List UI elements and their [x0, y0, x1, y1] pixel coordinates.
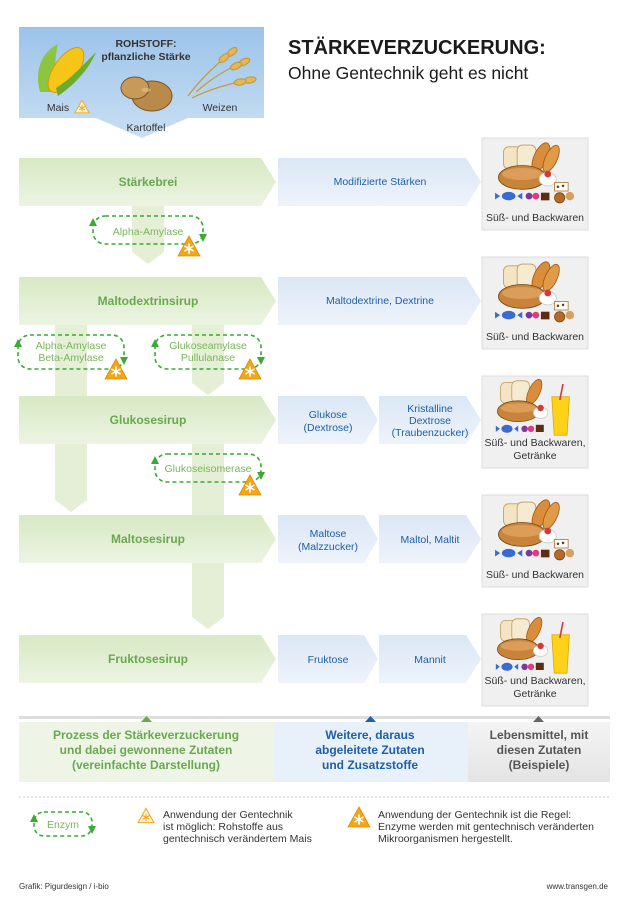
enzyme-label-alpha-amylase: Alpha-Amylase: [113, 226, 184, 238]
food-label-5b: Getränke: [513, 688, 556, 700]
derived-arrow-fruktose: [278, 635, 378, 683]
legend-possible-line3: gentechnisch verändertem Mais: [163, 833, 312, 845]
derived-maltodextrine: Maltodextrine, Dextrine: [326, 295, 434, 307]
derived-malzzucker: (Malzzucker): [298, 541, 358, 553]
footer-credit: Grafik: Pigurdesign / i-bio: [19, 882, 109, 891]
process-arrow-staerkebrei: [19, 158, 276, 206]
food-label-3b: Getränke: [513, 450, 556, 462]
process-label-maltodextrinsirup: Maltodextrinsirup: [98, 294, 199, 308]
gmo-possible-icon: [137, 807, 155, 824]
derived-modifizierte-staerken: Modifizierte Stärken: [334, 176, 427, 188]
column-derived-line2: abgeleitete Zutaten: [315, 743, 424, 757]
derived-arrow-row1: [278, 158, 481, 206]
gmo-rule-icon: [347, 806, 371, 828]
legend: Enzym Anwendung der Gentechnik ist mögli…: [30, 806, 594, 845]
column-food-marker: [533, 716, 544, 722]
derived-kristalline-dextrose: Dextrose: [409, 415, 451, 427]
raw-material-subtitle: pflanzliche Stärke: [101, 51, 190, 63]
derived-fruktose: Fruktose: [308, 654, 349, 666]
food-label-3a: Süß- und Backwaren,: [485, 437, 586, 449]
legend-enzyme: Enzym: [30, 811, 96, 837]
column-derived-line3: und Zusatzstoffe: [322, 758, 418, 772]
column-food-line3: (Beispiele): [509, 758, 570, 772]
column-legend-strip: Prozess der Stärkeverzuckerung und dabei…: [19, 716, 610, 782]
column-process-marker: [141, 716, 152, 722]
raw-item-weizen: Weizen: [203, 102, 238, 114]
legend-possible-line2: ist möglich: Rohstoffe aus: [163, 821, 283, 833]
gmo-rule-icon: [177, 235, 201, 257]
derived-glukose: Glukose: [309, 409, 348, 421]
raw-item-mais: Mais: [47, 102, 69, 114]
process-arrow-maltosesirup: [19, 515, 276, 563]
raw-material-title: ROHSTOFF:: [115, 38, 176, 50]
enzyme-alpha-amylase: Alpha-Amylase: [89, 215, 207, 257]
derived-arrow-kristalline: [379, 396, 481, 444]
column-process-box: [19, 722, 274, 782]
legend-enzyme-label: Enzym: [47, 819, 79, 831]
column-process-line2: und dabei gewonnene Zutaten: [60, 743, 233, 757]
legend-rule-line2: Enzyme werden mit gentechnisch verändert…: [378, 821, 594, 833]
enzyme-label-glukoseisomerase: Glukoseisomerase: [165, 463, 252, 475]
derived-ingredients: Modifizierte Stärken Maltodextrine, Dext…: [278, 158, 481, 683]
derived-arrow-maltol: [379, 515, 481, 563]
process-rows: Stärkebrei Maltodextrinsirup Glukosesiru…: [19, 158, 276, 683]
derived-arrow-mannit: [379, 635, 481, 683]
raw-item-kartoffel: Kartoffel: [127, 122, 166, 134]
enzyme-label-glukoseamylase: Glukoseamylase: [169, 340, 247, 352]
column-food-line2: diesen Zutaten: [497, 743, 582, 757]
potato-icon: [120, 76, 173, 112]
enzyme-label-alpha-amylase-2: Alpha-Amylase: [36, 340, 107, 352]
column-process-line1: Prozess der Stärkeverzuckerung: [53, 728, 239, 742]
derived-maltol-maltit: Maltol, Maltit: [401, 534, 460, 546]
corn-icon: [38, 44, 96, 96]
column-process-line3: (vereinfachte Darstellung): [72, 758, 220, 772]
process-arrow-fruktosesirup: [19, 635, 276, 683]
column-food-line1: Lebensmittel, mit: [490, 728, 589, 742]
enzyme-label-beta-amylase: Beta-Amylase: [38, 352, 104, 364]
column-food-box: [468, 722, 610, 782]
food-label-1: Süß- und Backwaren: [486, 212, 584, 224]
footer-url[interactable]: www.transgen.de: [546, 882, 609, 891]
process-label-glukosesirup: Glukosesirup: [110, 413, 187, 427]
process-arrow-glukosesirup: [19, 396, 276, 444]
enzyme-alpha-beta-amylase: Alpha-Amylase Beta-Amylase: [14, 334, 128, 380]
derived-kristalline: Kristalline: [407, 403, 453, 415]
derived-arrow-row2: [278, 277, 481, 325]
column-derived-line1: Weitere, daraus: [325, 728, 414, 742]
food-label-5a: Süß- und Backwaren,: [485, 675, 586, 687]
derived-mannit: Mannit: [414, 654, 446, 666]
process-label-staerkebrei: Stärkebrei: [119, 175, 178, 189]
process-label-fruktosesirup: Fruktosesirup: [108, 652, 188, 666]
derived-arrow-glukose: [278, 396, 378, 444]
enzyme-label-pullulanase: Pullulanase: [181, 352, 235, 364]
process-label-maltosesirup: Maltosesirup: [111, 532, 185, 546]
derived-arrow-maltose: [278, 515, 378, 563]
food-label-4: Süß- und Backwaren: [486, 569, 584, 581]
derived-glukose-dextrose: (Dextrose): [303, 422, 352, 434]
enzyme-glukoseisomerase: Glukoseisomerase: [151, 453, 265, 496]
column-derived-marker: [365, 716, 376, 722]
column-derived-box: [274, 722, 468, 782]
legend-rule-line1: Anwendung der Gentechnik ist die Regel:: [378, 809, 571, 821]
legend-rule-line3: Mikroorganismen hergestellt.: [378, 833, 513, 845]
derived-traubenzucker: (Traubenzucker): [392, 427, 469, 439]
derived-maltose: Maltose: [310, 528, 347, 540]
food-examples: Süß- und Backwaren Süß- und Backwaren Sü…: [481, 137, 589, 707]
page-title: STÄRKEVERZUCKERUNG:: [288, 36, 546, 59]
legend-possible-line1: Anwendung der Gentechnik: [163, 809, 293, 821]
food-label-2: Süß- und Backwaren: [486, 331, 584, 343]
enzyme-glukoseamylase-pullulanase: Glukoseamylase Pullulanase: [151, 334, 265, 380]
process-arrow-maltodextrinsirup: [19, 277, 276, 325]
page-subtitle: Ohne Gentechnik geht es nicht: [288, 63, 528, 83]
wheat-icon: [187, 46, 257, 99]
raw-material-box: ROHSTOFF: pflanzliche Stärke Mais: [19, 27, 264, 138]
